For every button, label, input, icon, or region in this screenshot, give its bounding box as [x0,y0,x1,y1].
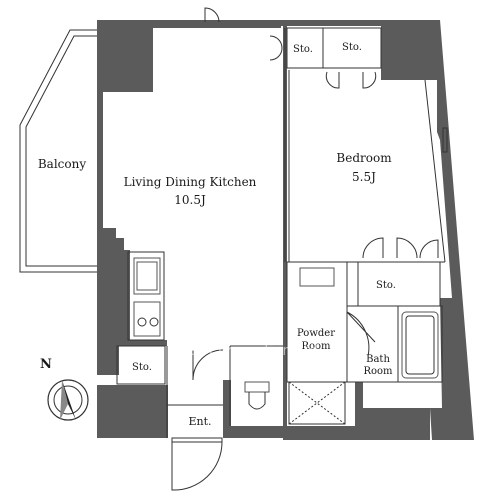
stove-icon [133,301,161,337]
storage-box-bedroom [357,261,441,307]
watermark: Ken Corporation Ltd [178,343,318,359]
storage-box-entry [116,345,166,385]
powder-sink-icon [299,267,335,287]
label-entrance: Ent. [188,415,211,428]
bathtub-area [397,305,443,383]
label-powder-room-2: Room [301,341,331,352]
interiors [103,28,437,340]
label-ldk-size: 10.5J [174,193,206,207]
label-storage-entry: Sto. [132,362,152,373]
top-wall [97,20,281,28]
pillar-top-left [97,20,153,92]
label-powder-room-1: Powder [297,328,335,339]
washer-pan-icon [288,381,346,425]
label-balcony: Balcony [38,157,86,171]
right-outer-wall [418,20,474,440]
label-storage-top-small: Sto. [293,44,313,55]
kitchen-counter [127,251,165,341]
label-ldk: Living Dining Kitchen [124,175,257,189]
compass-icon [47,379,89,421]
storage-box-top [322,27,382,69]
pillar-top-right [381,20,438,80]
toilet-icon [244,381,270,410]
label-storage-bedroom: Sto. [376,280,396,291]
label-bath-room-1: Bath [366,354,390,365]
pillar-bottom-left [97,385,168,438]
bathtub-icon [401,311,439,379]
sink-icon [133,257,161,295]
label-bath-room-2: Room [363,366,393,377]
pillar-bottom-right [283,408,430,440]
label-storage-top: Sto. [342,42,362,53]
compass-north-label: N [40,357,52,372]
doors [171,7,448,491]
interior-lines [116,27,446,438]
balcony-outline [19,29,100,273]
label-bedroom-size: 5.5J [352,170,376,184]
label-bedroom: Bedroom [336,151,392,165]
